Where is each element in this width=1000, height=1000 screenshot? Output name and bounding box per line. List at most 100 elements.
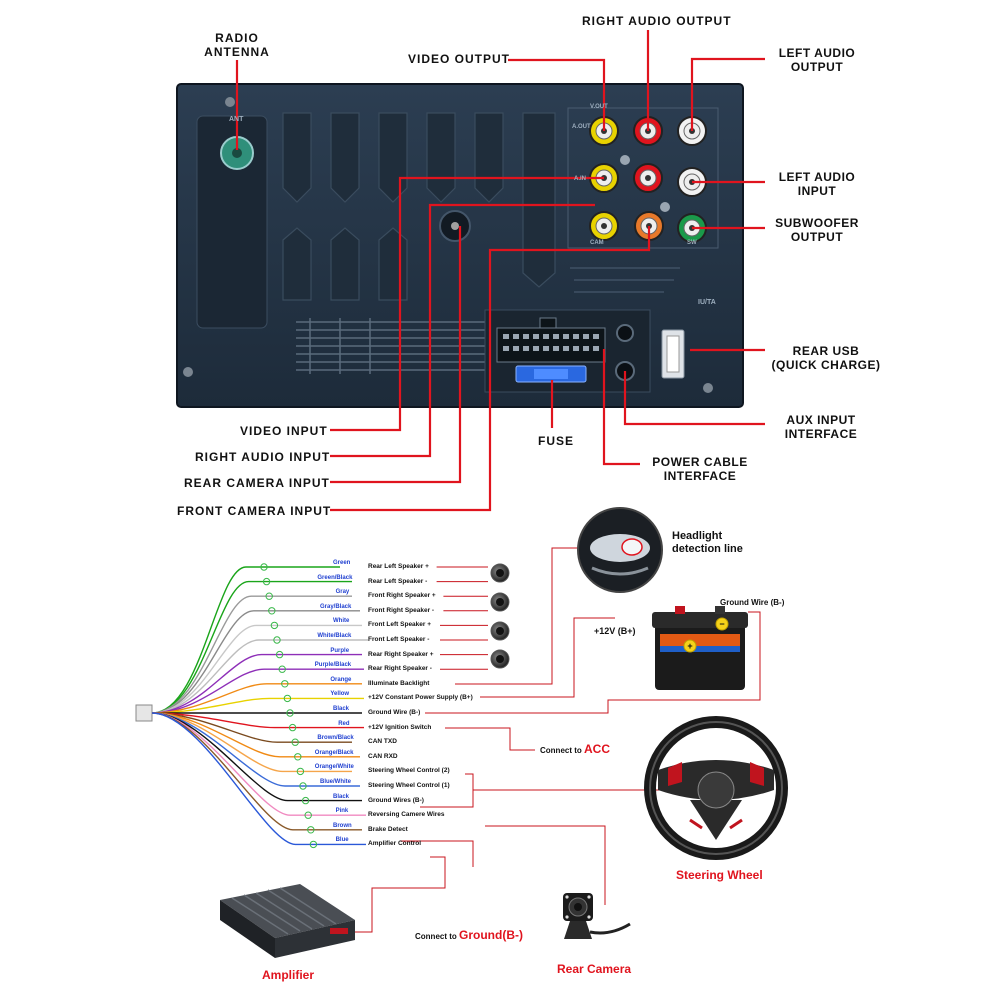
wire-terminal — [265, 592, 273, 600]
panel-aout-text: A.OUT — [572, 124, 591, 130]
svg-text:−: − — [719, 619, 724, 629]
wire-function-label: Amplifier Control — [368, 840, 422, 848]
wire-function-label: Rear Left Speaker - — [368, 577, 428, 585]
label-ground-wire: Ground Wire (B-) — [720, 598, 785, 607]
harness-wire — [151, 610, 360, 714]
connect-acc-prefix: Connect to — [540, 746, 582, 755]
label-steering-wheel: Steering Wheel — [676, 868, 763, 882]
wire-terminal — [304, 811, 312, 819]
harness-wire — [151, 683, 362, 714]
panel-iu-text: IU/TA — [698, 299, 716, 306]
wire-function-label: Front Right Speaker - — [368, 606, 435, 614]
label-connect-acc: Connect to ACC — [540, 742, 610, 756]
wire-function-label: Front Right Speaker + — [368, 592, 436, 600]
label-subwoofer-output: SUBWOOFER OUTPUT — [775, 216, 859, 244]
wire-terminal — [286, 709, 294, 717]
label-connect-ground: Connect to Ground(B-) — [415, 928, 523, 942]
wire-function-label: +12V Ignition Switch — [368, 723, 432, 731]
wire-function-label: Steering Wheel Control (1) — [368, 782, 450, 789]
wire-terminal — [273, 636, 281, 644]
peripheral-leaders — [346, 547, 761, 933]
label-left-audio-input: LEFT AUDIO INPUT — [778, 170, 856, 198]
wire-color-label: Brown — [333, 822, 352, 829]
wire-terminal — [301, 796, 310, 805]
label-front-camera-input: FRONT CAMERA INPUT — [177, 504, 332, 518]
wire-terminal — [283, 694, 292, 703]
wire-color-label: Orange/Black — [314, 749, 354, 756]
connect-ground-prefix: Connect to — [415, 932, 457, 941]
wire-function-label: Brake Detect — [368, 825, 408, 833]
label-video-input: VIDEO INPUT — [240, 424, 328, 438]
wire-color-label: White/Black — [317, 633, 352, 639]
wire-color-label: Green/Black — [317, 574, 353, 581]
label-amplifier: Amplifier — [262, 968, 315, 982]
label-rear-camera: Rear Camera — [557, 962, 632, 976]
rca-jacks — [589, 116, 707, 243]
connect-acc-target: ACC — [584, 742, 611, 756]
wire-color-label: Gray — [335, 589, 350, 596]
label-headlight: Headlight detection line — [672, 530, 743, 555]
label-battery-plus: +12V (B+) — [594, 626, 636, 636]
wire-color-label: Green — [333, 560, 351, 566]
wire-color-label: Black — [333, 793, 350, 800]
wire-terminal — [281, 680, 289, 688]
wire-terminal — [296, 767, 305, 776]
panel-ain-text: A.IN — [574, 176, 586, 182]
right-audio-input-jack — [633, 163, 663, 193]
wire-function-label: CAN TXD — [368, 738, 397, 746]
wire-terminal — [294, 753, 302, 761]
panel-cam-text: CAM — [590, 240, 604, 246]
label-rear-usb: REAR USB (QUICK CHARGE) — [771, 344, 881, 372]
rear-camera-jack — [589, 211, 619, 241]
speaker-icons — [490, 563, 510, 669]
label-left-audio-output: LEFT AUDIO OUTPUT — [778, 46, 856, 74]
harness-wire — [151, 653, 362, 714]
harness-wire — [151, 639, 368, 714]
panel-sw-text: SW — [687, 240, 697, 246]
wire-terminal — [275, 650, 284, 659]
battery: + − — [652, 606, 748, 690]
wire-color-label: Gray/Black — [320, 603, 352, 610]
wire-function-label: Steering Wheel Control (2) — [368, 767, 450, 775]
wire-terminal — [278, 665, 286, 673]
wire-function-label: CAN RXD — [368, 752, 398, 760]
wire-function-label: Front Left Speaker - — [368, 636, 430, 643]
amplifier-photo — [220, 884, 355, 958]
harness-wire — [151, 668, 364, 714]
wire-color-label: Orange — [330, 676, 352, 683]
wire-terminal — [270, 621, 279, 630]
wire-function-label: Reversing Camere Wires — [368, 811, 445, 819]
wire-color-label: Blue/White — [320, 779, 351, 785]
connect-ground-target: Ground(B-) — [459, 928, 523, 942]
wire-function-label: Illuminate Backlight — [368, 679, 430, 687]
wire-color-label: Orange/White — [314, 764, 354, 771]
wire-color-label: Brown/Black — [317, 735, 354, 742]
wire-color-label: White — [333, 618, 350, 625]
panel-vout-text: V.OUT — [590, 104, 608, 110]
label-rear-camera-input: REAR CAMERA INPUT — [184, 476, 330, 490]
label-radio-antenna: RADIO ANTENNA — [204, 31, 270, 59]
wire-color-label: Purple/Black — [314, 662, 352, 669]
headlight-photo — [577, 507, 663, 593]
harness-wire — [151, 712, 366, 846]
wire-harness — [135, 563, 488, 849]
wire-function-label: Rear Right Speaker - — [368, 665, 432, 673]
wire-terminal — [262, 577, 271, 586]
wire-function-label: Front Left Speaker + — [368, 621, 432, 629]
label-video-output: VIDEO OUTPUT — [408, 52, 511, 66]
wire-color-label: Red — [338, 720, 350, 727]
wire-terminal — [307, 826, 315, 834]
harness-plug — [135, 704, 153, 722]
wire-function-label: +12V Constant Power Supply (B+) — [368, 694, 473, 702]
rear-camera-photo — [563, 893, 631, 939]
harness-wire — [151, 624, 362, 714]
wire-color-label: Black — [333, 706, 350, 712]
svg-text:+: + — [687, 641, 692, 651]
wire-color-label: Yellow — [330, 691, 350, 698]
wire-function-label: Rear Left Speaker + — [368, 563, 429, 570]
wire-color-label: Pink — [335, 808, 349, 815]
wire-terminal — [309, 840, 318, 849]
wire-terminal — [260, 563, 268, 571]
label-fuse: FUSE — [538, 434, 575, 448]
